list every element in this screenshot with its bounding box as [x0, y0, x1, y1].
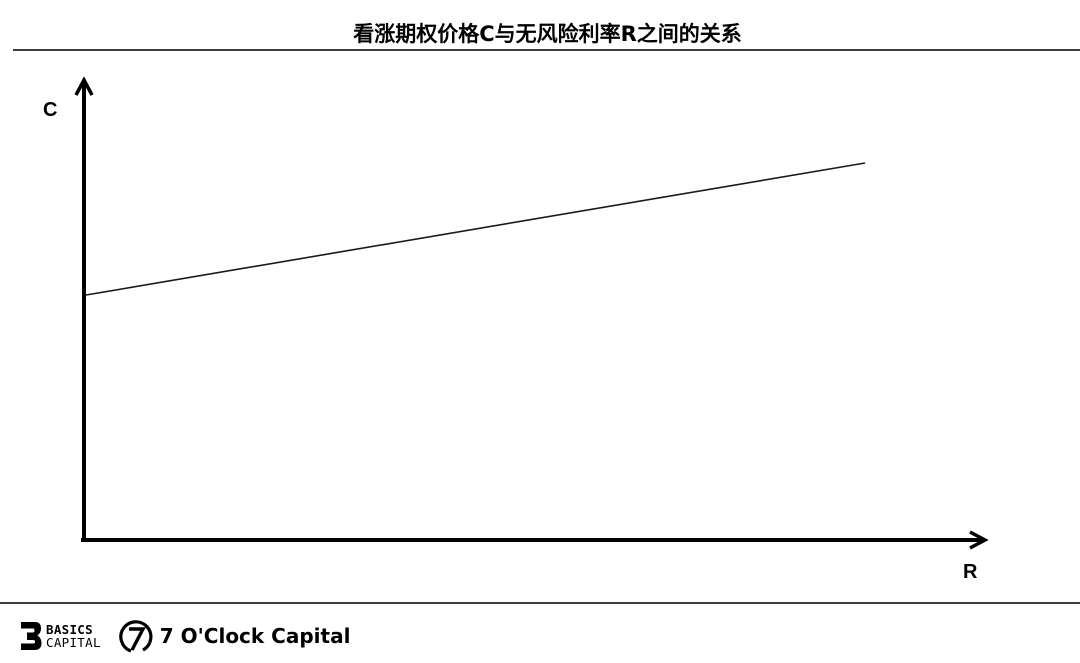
seven-oclock-text: 7 O'Clock Capital: [159, 624, 351, 648]
call-price-line: [85, 162, 866, 296]
footer-divider: [0, 602, 1080, 604]
basics-line1: BASICS: [46, 622, 93, 637]
footer: BASICS CAPITAL 7 O'Clock Capital: [20, 616, 350, 656]
x-axis-label: R: [963, 561, 978, 583]
basics-capital-logo: BASICS CAPITAL: [20, 621, 101, 651]
b-logo-icon: [21, 622, 42, 650]
title-divider: [13, 49, 1080, 51]
y-axis-label: C: [43, 99, 58, 121]
chart-title: 看涨期权价格C与无风险利率R之间的关系: [353, 22, 742, 46]
y-axis-arrow-icon: [74, 76, 94, 96]
seven-circle-logo-icon: [119, 620, 153, 653]
basics-line2: CAPITAL: [46, 635, 101, 650]
seven-oclock-logo: 7 O'Clock Capital: [119, 619, 351, 653]
x-axis-arrow-icon: [969, 530, 989, 550]
